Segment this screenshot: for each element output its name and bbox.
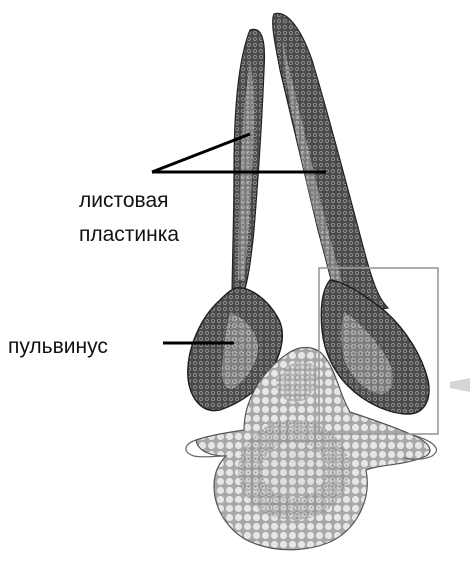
leaf-blade-label-line2: пластинка xyxy=(79,222,179,248)
leaf-blade-label-line1: листовая xyxy=(79,188,169,214)
edge-artifact xyxy=(450,378,470,392)
pith xyxy=(262,442,326,498)
right-leaf-blade xyxy=(273,13,388,316)
left-leaf-blade xyxy=(232,29,264,300)
pulvinus-label: пульвинус xyxy=(8,334,108,360)
